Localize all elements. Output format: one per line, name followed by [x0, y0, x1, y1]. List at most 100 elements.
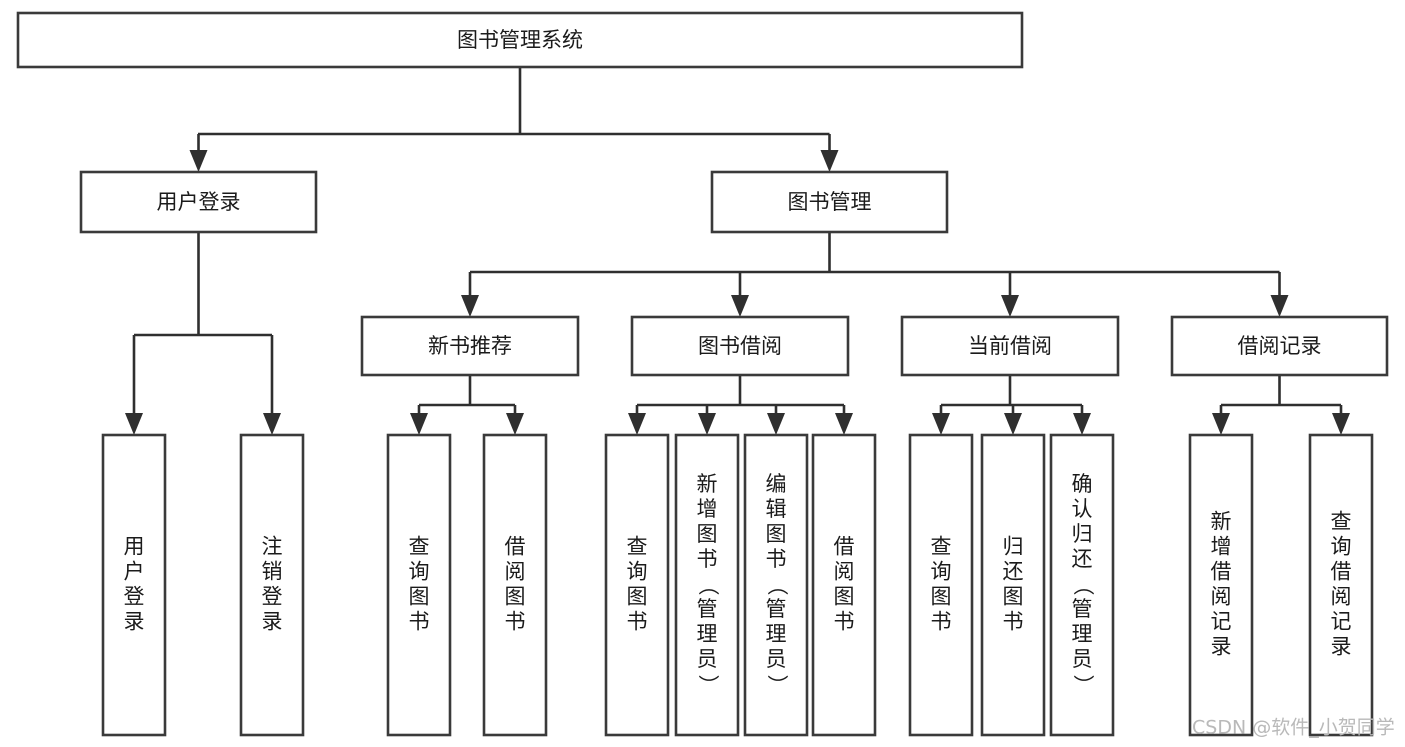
node-label-char: 录	[262, 610, 283, 634]
arrow-head-leaf-confirm-return	[1073, 413, 1091, 435]
node-user-login[interactable]: 用户登录	[79, 170, 318, 234]
node-label-char: ）	[696, 675, 720, 696]
watermark-layer: CSDN @软件_小贺同学	[1192, 717, 1395, 739]
node-label-char: 查	[409, 535, 430, 559]
node-box-root	[16, 11, 1024, 69]
node-new-book-recommend[interactable]: 新书推荐	[360, 315, 580, 377]
arrow-head-new-book-recommend	[461, 295, 479, 317]
node-label-borrow-record: 借阅记录	[1238, 334, 1322, 358]
node-label-char: 图	[409, 585, 430, 609]
node-label-new-book-recommend: 新书推荐	[428, 334, 512, 358]
node-label-char: 归	[1003, 535, 1024, 559]
arrow-head-user-login	[189, 150, 208, 172]
node-label-char: 管	[1072, 597, 1093, 621]
node-label-char: 图	[627, 585, 648, 609]
node-current-borrow[interactable]: 当前借阅	[900, 315, 1120, 377]
node-box-leaf-query-book-rec	[386, 433, 452, 737]
node-label-char: 书	[409, 610, 430, 634]
node-borrow-record[interactable]: 借阅记录	[1170, 315, 1389, 377]
node-label-book-management: 图书管理	[788, 190, 872, 214]
node-label-char: 询	[627, 560, 648, 584]
connector-layer	[125, 67, 1350, 435]
node-label-char: 户	[124, 560, 145, 584]
node-label-char: 录	[124, 610, 145, 634]
node-box-leaf-query-book-borrow	[604, 433, 670, 737]
node-label-char: 记	[1211, 610, 1232, 634]
node-label-char: 还	[1072, 547, 1093, 571]
arrow-head-book-borrow	[731, 295, 749, 317]
node-label-char: 新	[697, 472, 718, 496]
node-box-leaf-query-record	[1308, 433, 1374, 737]
node-box-leaf-user-login	[101, 433, 167, 737]
node-label-char: 确	[1072, 472, 1093, 496]
node-label-char: 图	[697, 522, 718, 546]
node-box-book-management	[710, 170, 949, 234]
node-label-char: 书	[697, 547, 718, 571]
node-label-user-login: 用户登录	[157, 190, 241, 214]
arrow-head-borrow-record	[1270, 295, 1289, 317]
node-box-leaf-confirm-return	[1049, 433, 1115, 737]
arrow-head-leaf-return-book	[1004, 413, 1022, 435]
node-label-char: 新	[1211, 510, 1232, 534]
node-label-char: 借	[1331, 560, 1352, 584]
node-box-user-login	[79, 170, 318, 234]
node-label-char: 记	[1331, 610, 1352, 634]
node-box-new-book-recommend	[360, 315, 580, 377]
node-label-char: 图	[766, 522, 787, 546]
node-root[interactable]: 图书管理系统	[16, 11, 1024, 69]
node-label-char: ）	[1071, 675, 1095, 696]
node-label-book-borrow: 图书借阅	[698, 334, 782, 358]
node-box-leaf-query-book-current	[908, 433, 974, 737]
node-label-char: 书	[627, 610, 648, 634]
node-label-char: 员	[1072, 647, 1093, 671]
node-label-char: 询	[409, 560, 430, 584]
node-label-char: 员	[766, 647, 787, 671]
node-box-leaf-logout	[239, 433, 305, 737]
arrow-head-leaf-borrow-book	[835, 413, 853, 435]
node-label-char: 编	[766, 472, 787, 496]
node-leaf-user-login[interactable]: 用户登录	[101, 433, 167, 737]
arrow-head-leaf-user-login	[125, 413, 143, 435]
arrow-head-leaf-logout	[263, 413, 281, 435]
node-label-char: 查	[627, 535, 648, 559]
node-label-char: 认	[1072, 497, 1093, 521]
node-label-char: 阅	[834, 560, 855, 584]
node-label-char: （	[765, 575, 789, 596]
node-label-char: 图	[931, 585, 952, 609]
node-book-borrow[interactable]: 图书借阅	[630, 315, 850, 377]
arrow-head-leaf-edit-book	[767, 413, 785, 435]
node-label-leaf-user-login: 用户登录	[124, 535, 145, 634]
node-box-borrow-record	[1170, 315, 1389, 377]
node-label-char: （	[696, 575, 720, 596]
node-label-char: 增	[697, 497, 718, 521]
node-label-root: 图书管理系统	[457, 28, 583, 52]
node-book-management[interactable]: 图书管理	[710, 170, 949, 234]
node-label-char: 辑	[766, 497, 787, 521]
node-box-leaf-borrow-book	[811, 433, 877, 737]
node-box-leaf-add-book	[674, 433, 740, 737]
node-label-char: 理	[1072, 622, 1093, 646]
arrow-head-leaf-query-book-borrow	[628, 413, 646, 435]
node-label-char: 录	[1331, 635, 1352, 659]
